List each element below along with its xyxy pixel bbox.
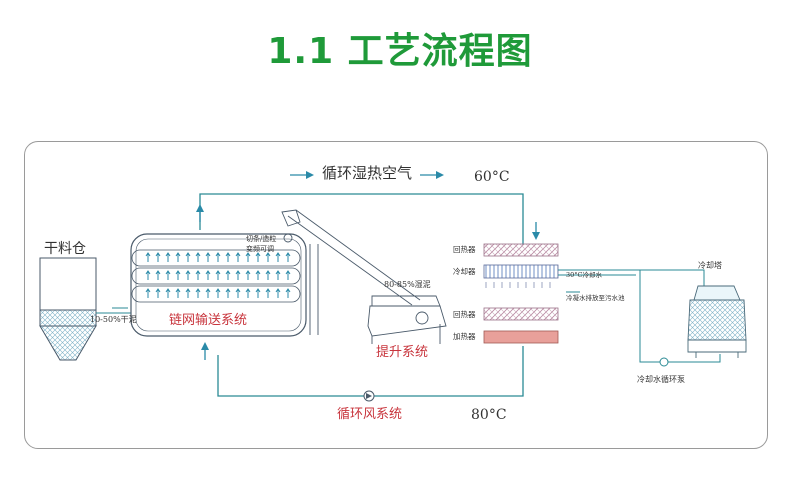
airflow-arrowhead <box>205 252 211 257</box>
heater-label: 加热器 <box>453 332 476 341</box>
heat-exchangers <box>483 243 559 344</box>
airflow-arrowhead <box>265 270 271 275</box>
airflow-arrowhead <box>275 252 281 257</box>
dry-sludge-conveyor <box>96 307 134 314</box>
airflow-arrowhead <box>145 252 151 257</box>
airflow-arrowhead <box>285 270 291 275</box>
airflow-arrowhead <box>215 288 221 293</box>
airflow-arrowhead <box>165 288 171 293</box>
dry-sludge-label: 10-50%干泥 <box>90 315 137 324</box>
airflow-arrowhead <box>255 270 261 275</box>
temp-bottom-label: 80°C <box>471 407 507 423</box>
freq-adjust-label: 变频可调 <box>246 245 274 253</box>
airflow-arrowhead <box>145 288 151 293</box>
airflow-arrowhead <box>245 288 251 293</box>
airflow-arrowhead <box>265 252 271 257</box>
airflow-arrowhead <box>195 288 201 293</box>
airflow-arrowhead <box>195 270 201 275</box>
cooling-pump-icon <box>659 357 669 367</box>
lift-elevator <box>281 209 447 344</box>
airflow-arrowhead <box>245 252 251 257</box>
airflow-arrowhead <box>145 270 151 275</box>
page-title: 1.1 工艺流程图 <box>267 31 533 72</box>
airflow-arrowhead <box>255 288 261 293</box>
airflow-arrowhead <box>255 252 261 257</box>
airflow-arrowhead <box>155 288 161 293</box>
cooling-pump-label: 冷却水循环泵 <box>637 375 685 384</box>
cooling-tower <box>687 285 747 358</box>
airflow-arrowhead <box>205 270 211 275</box>
airflow-arrowhead <box>155 270 161 275</box>
airflow-arrowhead <box>175 252 181 257</box>
airflow-arrowhead <box>275 270 281 275</box>
airflow-arrowhead <box>165 252 171 257</box>
circulation-fan-icon <box>363 390 375 402</box>
heat-recovery-2-label: 回热器 <box>453 310 476 319</box>
cooling-tower-label: 冷却塔 <box>698 261 722 270</box>
heat-recovery-1-label: 回热器 <box>453 245 476 254</box>
airflow-arrowhead <box>225 270 231 275</box>
airflow-arrowhead <box>195 252 201 257</box>
airflow-arrowhead <box>215 252 221 257</box>
airflow-arrowhead <box>175 288 181 293</box>
airflow-arrowhead <box>185 288 191 293</box>
airflow-arrowhead <box>185 252 191 257</box>
cut-strip-label: 切条/造粒 <box>246 235 277 243</box>
airflow-arrowhead <box>285 288 291 293</box>
airflow-arrowhead <box>225 252 231 257</box>
temp-top-label: 60°C <box>474 169 510 185</box>
cool-water-label: 30°C冷却水 <box>566 271 602 279</box>
diagram-frame <box>24 141 768 449</box>
airflow-arrowhead <box>165 270 171 275</box>
condensate-label: 冷凝水排放至污水池 <box>566 294 625 302</box>
airflow-arrowhead <box>235 288 241 293</box>
airflow-arrowhead <box>235 252 241 257</box>
airflow-arrowhead <box>215 270 221 275</box>
airflow-arrowhead <box>275 288 281 293</box>
airflow-arrowhead <box>265 288 271 293</box>
airflow-arrowhead <box>285 252 291 257</box>
cooling-water-loop <box>558 269 721 363</box>
dry-silo-label: 干料仓 <box>44 241 86 257</box>
air-arrows <box>196 171 540 360</box>
wet-sludge-label: 80-85%湿泥 <box>384 280 431 289</box>
airflow-arrowhead <box>235 270 241 275</box>
recirc-air-label: 循环湿热空气 <box>322 164 413 182</box>
airflow-arrowhead <box>225 288 231 293</box>
circ-fan-label: 循环风系统 <box>337 407 403 422</box>
cooler-label: 冷却器 <box>453 267 476 276</box>
dry-silo <box>39 257 97 361</box>
airflow-arrowhead <box>185 270 191 275</box>
chain-conveyor-box <box>130 233 307 337</box>
airflow-arrowhead <box>205 288 211 293</box>
lift-system-label: 提升系统 <box>376 345 429 360</box>
airflow-arrowhead <box>155 252 161 257</box>
chain-conveyor-label: 链网输送系统 <box>169 313 248 328</box>
airflow-arrowhead <box>175 270 181 275</box>
airflow-arrowhead <box>245 270 251 275</box>
